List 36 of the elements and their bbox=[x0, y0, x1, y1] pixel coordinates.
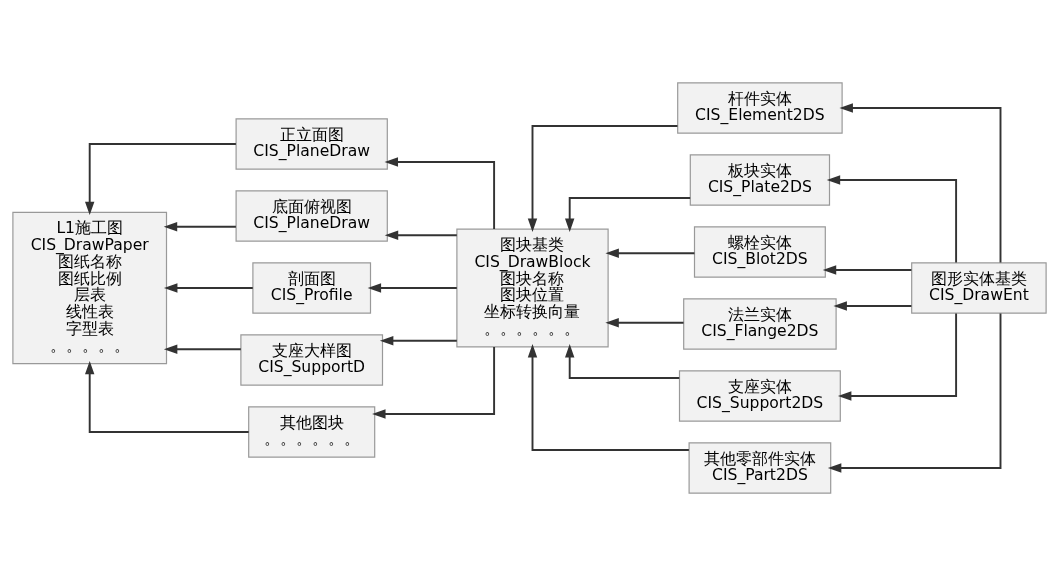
node-box: 其他图块 。。。。。。 bbox=[248, 406, 376, 458]
arrow bbox=[565, 344, 681, 379]
node-box: L1施工图 CIS_DrawPaper 图纸名称 图纸比例 层表 线性表 字型表 。。。。。 bbox=[12, 211, 168, 365]
arrow bbox=[605, 248, 696, 258]
arrow bbox=[85, 360, 250, 433]
node-box: 图块基类 CIS_DrawBlock 图块名称 图块位置 坐标转换向量 。。。。。。 bbox=[456, 228, 609, 348]
arrow bbox=[565, 197, 692, 232]
arrow bbox=[827, 312, 1002, 473]
arrow bbox=[372, 346, 496, 419]
node-box: 法兰实体 CIS_Flange2DS bbox=[683, 298, 837, 350]
node-box: 板块实体 CIS_Plate2DS bbox=[689, 154, 831, 206]
node-box: 剖面图 CIS_Profile bbox=[252, 262, 372, 314]
arrow bbox=[839, 103, 1002, 264]
node-box: 螺栓实体 CIS_Blot2DS bbox=[693, 226, 826, 278]
node-box: 底面俯视图 CIS_PlaneDraw bbox=[235, 190, 388, 242]
arrow bbox=[826, 175, 958, 264]
arrow bbox=[527, 125, 679, 232]
arrow bbox=[379, 336, 458, 346]
arrow bbox=[85, 143, 237, 216]
arrow bbox=[163, 344, 242, 354]
node-box: 支座实体 CIS_Support2DS bbox=[678, 370, 841, 422]
arrow bbox=[837, 312, 958, 401]
node-box: 其他零部件实体 CIS_Part2DS bbox=[688, 442, 832, 494]
node-box: 支座大样图 CIS_SupportD bbox=[240, 334, 384, 386]
arrow bbox=[384, 157, 496, 230]
arrow bbox=[605, 318, 685, 328]
arrow bbox=[822, 265, 913, 275]
arrow bbox=[163, 222, 237, 232]
arrow bbox=[384, 230, 458, 240]
node-box: 正立面图 CIS_PlaneDraw bbox=[235, 118, 388, 170]
arrow bbox=[163, 283, 254, 293]
arrow bbox=[367, 283, 458, 293]
arrow bbox=[527, 344, 690, 451]
node-box: 图形实体基类 CIS_DrawEnt bbox=[911, 262, 1047, 314]
node-box: 杆件实体 CIS_Element2DS bbox=[677, 82, 843, 134]
arrow bbox=[833, 301, 913, 311]
